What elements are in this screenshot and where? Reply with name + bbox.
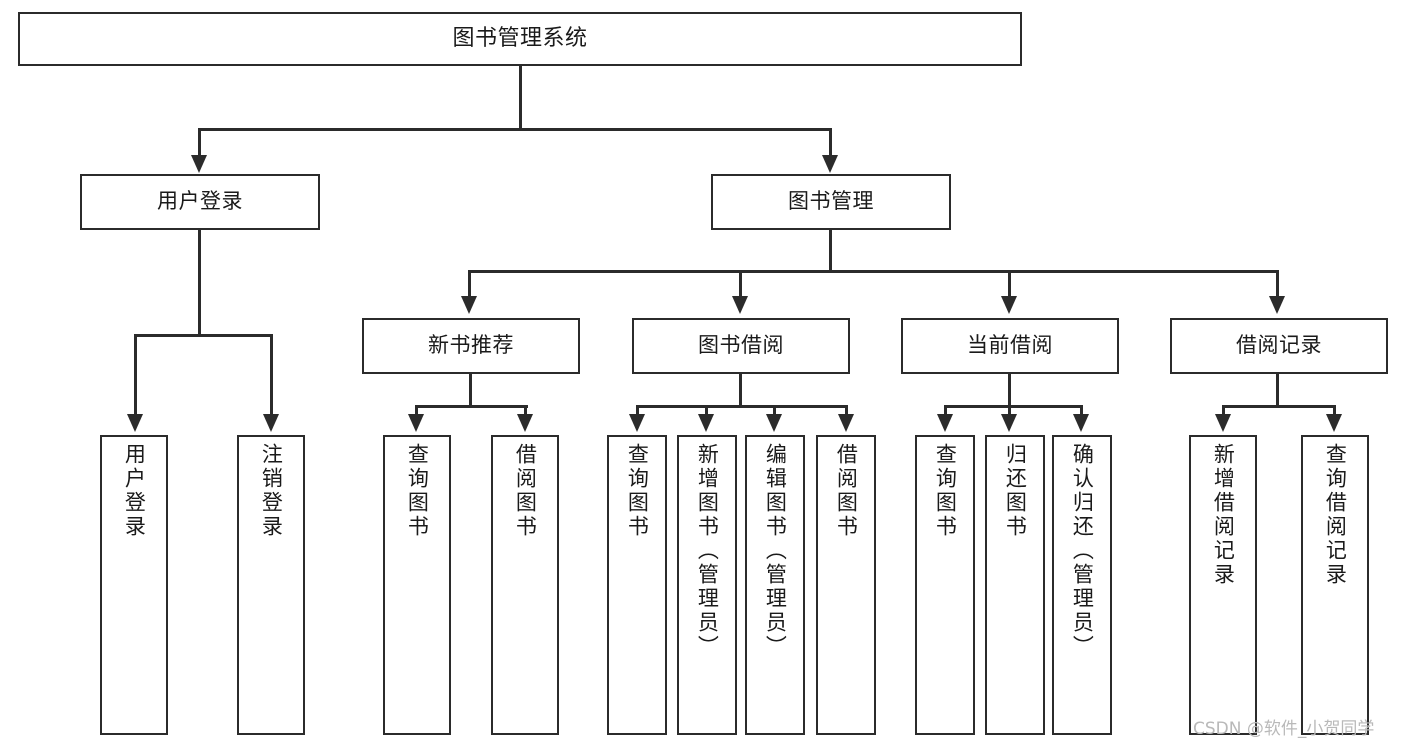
node-label: 用户登录 (157, 189, 243, 214)
connector-borrowrecord-bar (1222, 405, 1336, 408)
node-label: 新增图书（管理员） (695, 443, 720, 659)
arrow-to-leaf-return-book (1001, 414, 1017, 432)
connector-userlogin-leg-2 (270, 334, 273, 417)
node-leaf-edit-book[interactable]: 编辑图书（管理员） (745, 435, 805, 735)
connector-newbook-leg-2 (524, 405, 527, 417)
connector-bookmgmt-stem (829, 230, 832, 273)
node-label: 注销登录 (259, 443, 284, 539)
node-leaf-return-book[interactable]: 归还图书 (985, 435, 1045, 735)
arrow-to-user-login (191, 155, 207, 173)
node-new-book-recommend[interactable]: 新书推荐 (362, 318, 580, 374)
arrow-to-leaf-edit-book (766, 414, 782, 432)
connector-bookmgmt-bar (468, 270, 1279, 273)
node-label: 借阅记录 (1236, 333, 1322, 358)
connector-bookborrow-stem (739, 374, 742, 407)
connector-borrowrecord-leg-1 (1222, 405, 1225, 417)
arrow-to-leaf-borrow-book-2 (838, 414, 854, 432)
node-label: 归还图书 (1003, 443, 1028, 539)
node-label: 图书管理系统 (452, 25, 588, 51)
node-label: 借阅图书 (513, 443, 538, 539)
connector-root-leg-left (198, 128, 201, 158)
connector-currentborrow-stem (1008, 374, 1011, 407)
connector-root-bar (198, 128, 831, 131)
node-label: 图书管理 (788, 189, 874, 214)
arrow-to-book-management (822, 155, 838, 173)
node-label: 查询图书 (625, 443, 650, 539)
connector-bookborrow-leg-1 (636, 405, 639, 417)
node-leaf-user-login[interactable]: 用户登录 (100, 435, 168, 735)
connector-currentborrow-leg-2 (1008, 405, 1011, 417)
arrow-to-leaf-user-logout (263, 414, 279, 432)
node-label: 新增借阅记录 (1211, 443, 1236, 587)
arrow-to-leaf-user-login (127, 414, 143, 432)
connector-bookborrow-leg-2 (705, 405, 708, 417)
connector-newbook-leg-1 (415, 405, 418, 417)
connector-userlogin-bar (134, 334, 273, 337)
connector-borrowrecord-stem (1276, 374, 1279, 407)
connector-bookmgmt-leg-2 (739, 270, 742, 300)
arrow-to-leaf-add-record (1215, 414, 1231, 432)
connector-currentborrow-bar (944, 405, 1083, 408)
connector-currentborrow-leg-1 (944, 405, 947, 417)
node-label: 查询图书 (933, 443, 958, 539)
arrow-to-leaf-query-book-1 (408, 414, 424, 432)
connector-userlogin-stem (198, 230, 201, 336)
node-leaf-add-book[interactable]: 新增图书（管理员） (677, 435, 737, 735)
node-book-borrow[interactable]: 图书借阅 (632, 318, 850, 374)
node-label: 用户登录 (122, 443, 147, 539)
watermark-text: CSDN @软件_小贺同学 (1193, 719, 1375, 739)
node-borrow-record[interactable]: 借阅记录 (1170, 318, 1388, 374)
connector-bookmgmt-leg-3 (1008, 270, 1011, 300)
node-leaf-user-logout[interactable]: 注销登录 (237, 435, 305, 735)
connector-bookmgmt-leg-1 (468, 270, 471, 300)
connector-bookmgmt-leg-4 (1276, 270, 1279, 300)
arrow-to-leaf-add-book (698, 414, 714, 432)
connector-bookborrow-leg-4 (845, 405, 848, 417)
node-label: 确认归还（管理员） (1070, 443, 1095, 659)
node-label: 查询图书 (405, 443, 430, 539)
node-label: 新书推荐 (428, 333, 514, 358)
node-label: 借阅图书 (834, 443, 859, 539)
node-book-management[interactable]: 图书管理 (711, 174, 951, 230)
connector-root-stem (519, 66, 522, 130)
connector-newbook-stem (469, 374, 472, 407)
arrow-to-leaf-confirm-return (1073, 414, 1089, 432)
node-user-login[interactable]: 用户登录 (80, 174, 320, 230)
connector-root-leg-right (829, 128, 832, 158)
connector-userlogin-leg-1 (134, 334, 137, 417)
node-root-system[interactable]: 图书管理系统 (18, 12, 1022, 66)
arrow-to-current-borrow (1001, 296, 1017, 314)
node-leaf-query-book-2[interactable]: 查询图书 (607, 435, 667, 735)
connector-bookborrow-bar (636, 405, 848, 408)
node-leaf-query-record[interactable]: 查询借阅记录 (1301, 435, 1369, 735)
connector-borrowrecord-leg-2 (1333, 405, 1336, 417)
node-label: 编辑图书（管理员） (763, 443, 788, 659)
arrow-to-leaf-query-book-2 (629, 414, 645, 432)
connector-currentborrow-leg-3 (1080, 405, 1083, 417)
node-label: 当前借阅 (967, 333, 1053, 358)
connector-bookborrow-leg-3 (773, 405, 776, 417)
node-leaf-borrow-book-2[interactable]: 借阅图书 (816, 435, 876, 735)
node-leaf-query-book-1[interactable]: 查询图书 (383, 435, 451, 735)
arrow-to-leaf-query-book-3 (937, 414, 953, 432)
node-current-borrow[interactable]: 当前借阅 (901, 318, 1119, 374)
node-leaf-confirm-return[interactable]: 确认归还（管理员） (1052, 435, 1112, 735)
node-label: 查询借阅记录 (1323, 443, 1348, 587)
node-leaf-borrow-book-1[interactable]: 借阅图书 (491, 435, 559, 735)
node-leaf-add-record[interactable]: 新增借阅记录 (1189, 435, 1257, 735)
arrow-to-borrow-record (1269, 296, 1285, 314)
arrow-to-book-borrow (732, 296, 748, 314)
connector-newbook-bar (415, 405, 528, 408)
arrow-to-leaf-borrow-book-1 (517, 414, 533, 432)
node-leaf-query-book-3[interactable]: 查询图书 (915, 435, 975, 735)
node-label: 图书借阅 (698, 333, 784, 358)
arrow-to-new-book-recommend (461, 296, 477, 314)
arrow-to-leaf-query-record (1326, 414, 1342, 432)
